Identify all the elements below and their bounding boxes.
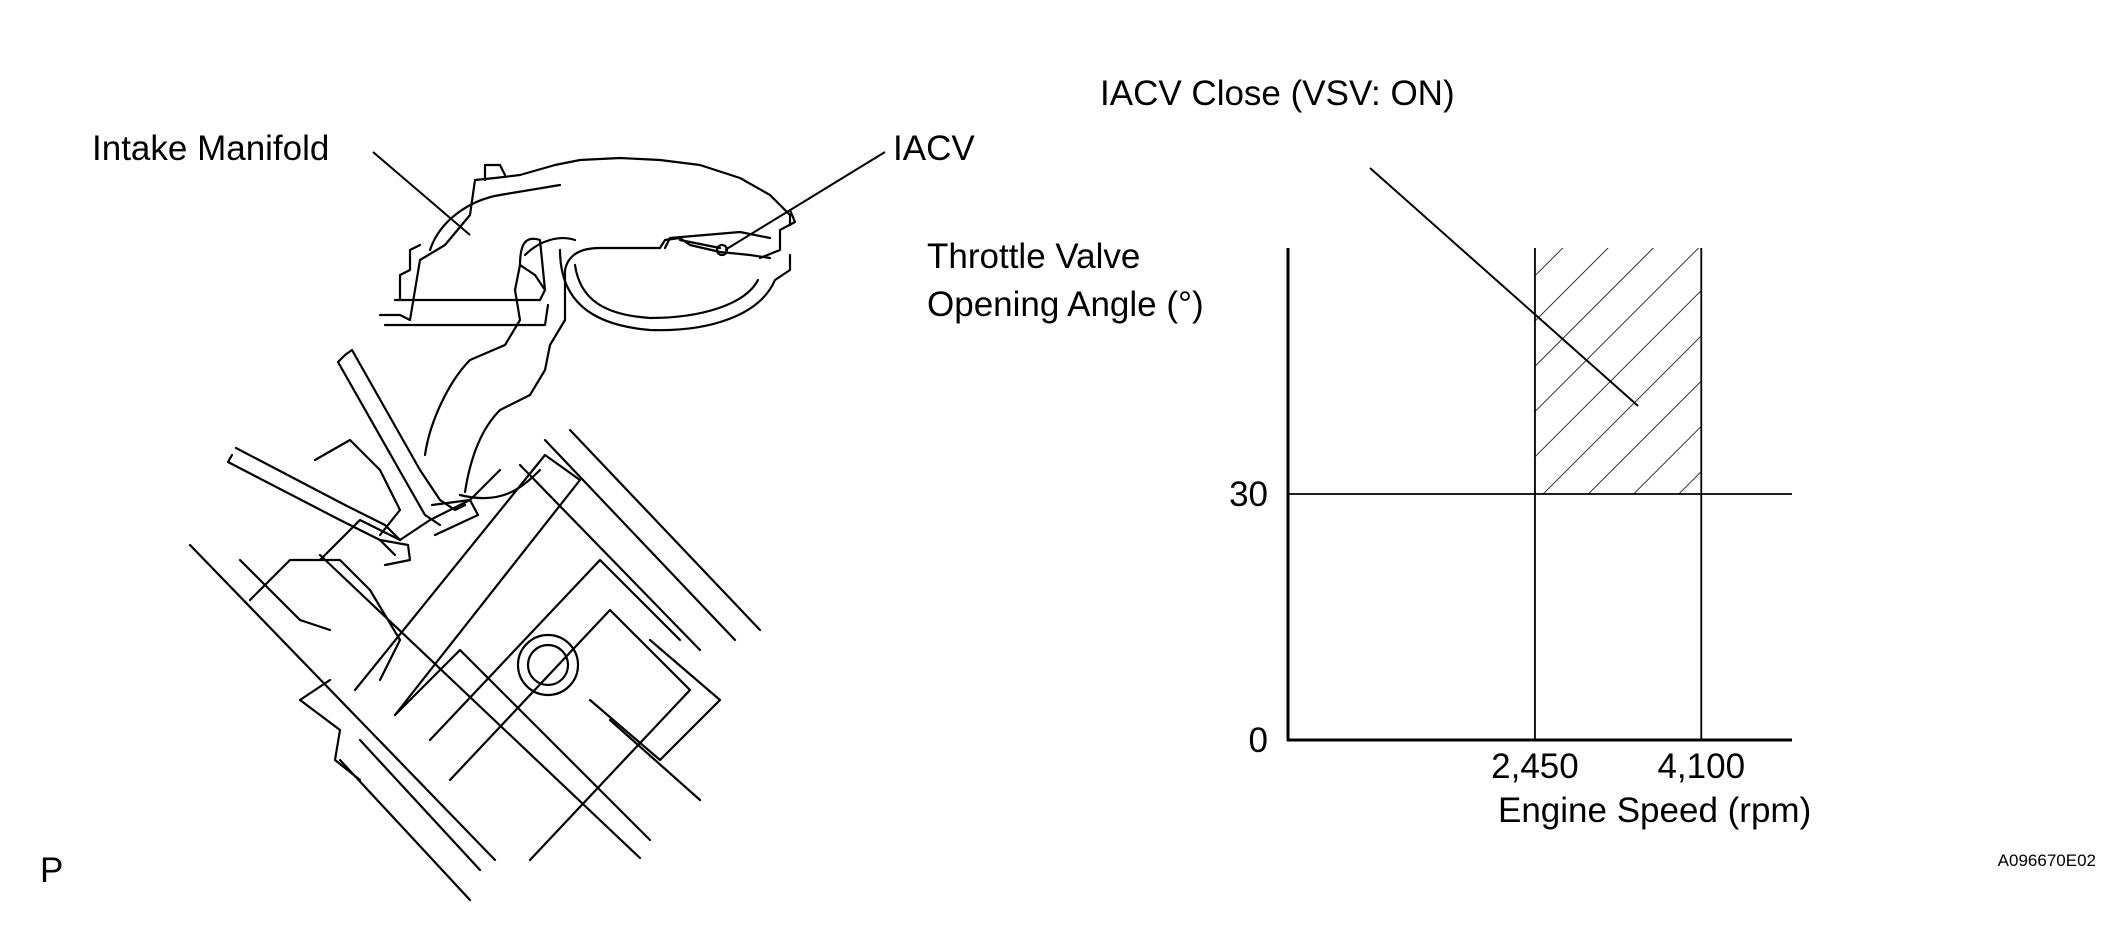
iacv-close-label: IACV Close (VSV: ON)	[1100, 74, 1455, 113]
y-axis-label-line-1: Throttle Valve	[927, 237, 1140, 276]
iacv-close-leader-line	[1369, 167, 1639, 407]
y-tick-label-30: 30	[1229, 475, 1268, 514]
x-tick-label-4100: 4,100	[1657, 747, 1745, 786]
iacv-leader-line	[724, 151, 886, 251]
engine-cross-section-illustration	[188, 156, 797, 902]
x-tick-label-2450: 2,450	[1491, 747, 1579, 786]
page-letter: P	[40, 851, 63, 890]
intake-manifold-label: Intake Manifold	[92, 129, 329, 168]
y-tick-label-0: 0	[1249, 721, 1268, 760]
throttle-angle-chart: 0 30 2,450 4,100 Throttle Valve Opening …	[927, 74, 1811, 830]
iacv-close-shaded-region	[1534, 248, 1702, 494]
iacv-label: IACV	[893, 129, 975, 168]
intake-manifold-leader-line	[372, 151, 471, 236]
figure-code: A096670E02	[1998, 851, 2096, 870]
y-axis-label-line-2: Opening Angle (°)	[927, 285, 1204, 324]
x-axis-label: Engine Speed (rpm)	[1498, 791, 1811, 830]
